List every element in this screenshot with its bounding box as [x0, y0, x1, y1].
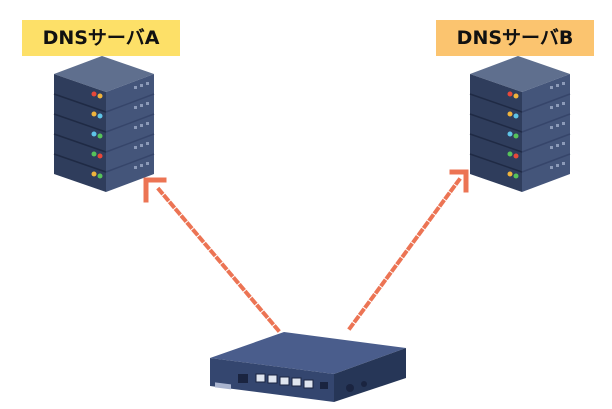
server-a-label: DNSサーバA [22, 20, 180, 56]
server-a-icon [53, 55, 155, 193]
arrow-to-server-a [143, 177, 281, 333]
server-b-icon [469, 55, 571, 193]
server-b-label: DNSサーバB [436, 20, 594, 56]
router-icon [210, 332, 406, 402]
arrow-to-server-b [347, 169, 469, 331]
